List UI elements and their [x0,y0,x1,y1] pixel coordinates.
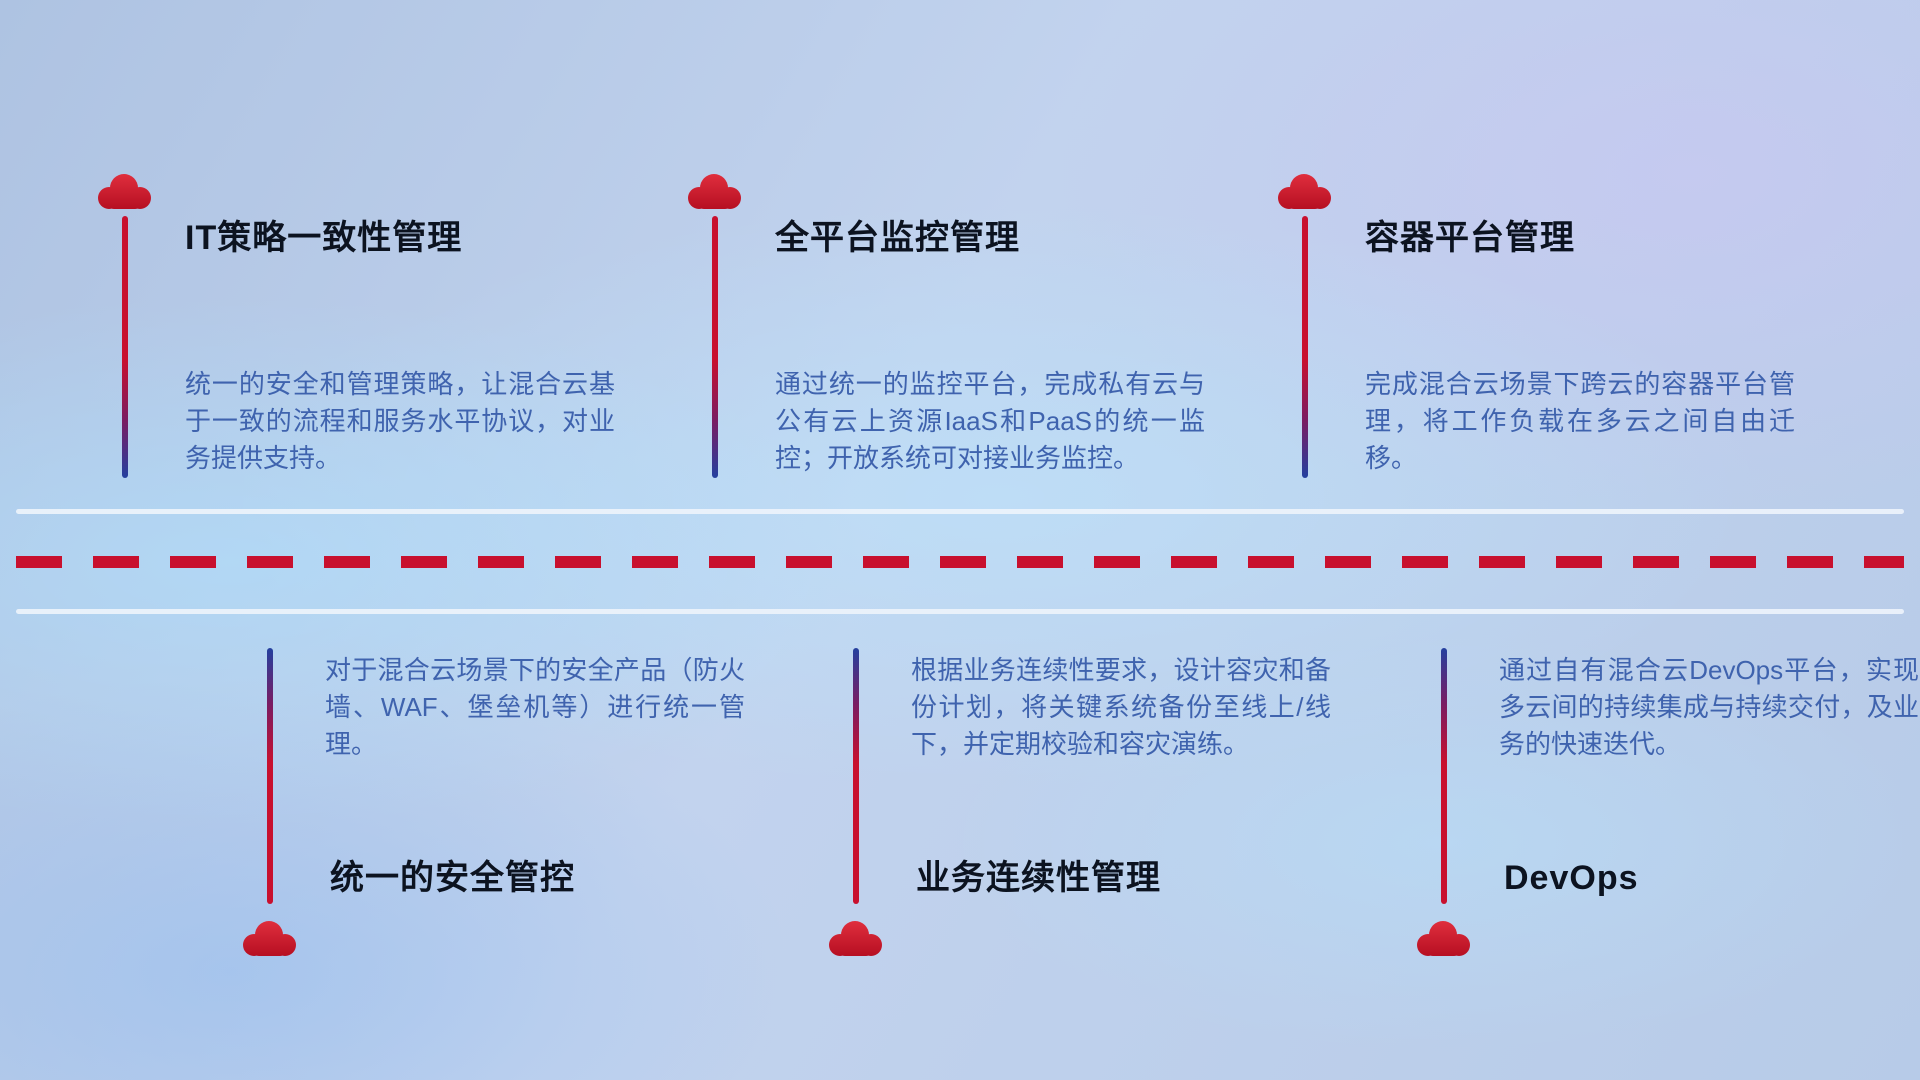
cloud-icon [1276,172,1334,210]
feature-title: 容器平台管理 [1365,219,1575,257]
feature-description: 完成混合云场景下跨云的容器平台管理，将工作负载在多云之间自由迁移。 [1365,369,1795,473]
feature-title: 统一的安全管控 [330,859,575,897]
feature-title: 全平台监控管理 [775,219,1020,257]
cloud-icon [827,919,885,957]
feature-title: 业务连续性管理 [916,859,1161,897]
divider-top-line [16,509,1904,514]
feature-title: DevOps [1504,859,1639,897]
feature-description: 统一的安全和管理策略，让混合云基于一致的流程和服务水平协议，对业务提供支持。 [185,369,615,473]
feature-block-unified-security: 对于混合云场景下的安全产品（防火墙、WAF、堡垒机等）进行统一管理。 统一的安全… [241,648,761,978]
feature-block-business-continuity: 根据业务连续性要求，设计容灾和备份计划，将关键系统备份至线上/线下，并定期校验和… [827,648,1347,978]
connector-line [1441,648,1447,904]
feature-description: 通过自有混合云DevOps平台，实现多云间的持续集成与持续交付，及业务的快速迭代… [1499,655,1919,759]
feature-block-devops: 通过自有混合云DevOps平台，实现多云间的持续集成与持续交付，及业务的快速迭代… [1415,648,1920,978]
feature-description: 根据业务连续性要求，设计容灾和备份计划，将关键系统备份至线上/线下，并定期校验和… [911,655,1331,759]
connector-line [712,216,718,478]
cloud-icon [1415,919,1473,957]
feature-block-platform-monitoring: 全平台监控管理 通过统一的监控平台，完成私有云与公有云上资源IaaS和PaaS的… [686,172,1206,502]
connector-line [853,648,859,904]
divider-bottom-line [16,609,1904,614]
timeline-dashed-line [16,556,1904,568]
feature-description: 通过统一的监控平台，完成私有云与公有云上资源IaaS和PaaS的统一监控；开放系… [775,369,1205,473]
connector-line [1302,216,1308,478]
connector-line [267,648,273,904]
cloud-icon [686,172,744,210]
feature-title: IT策略一致性管理 [185,219,463,257]
cloud-icon [96,172,154,210]
connector-line [122,216,128,478]
feature-block-it-policy: IT策略一致性管理 统一的安全和管理策略，让混合云基于一致的流程和服务水平协议，… [96,172,616,502]
feature-description: 对于混合云场景下的安全产品（防火墙、WAF、堡垒机等）进行统一管理。 [325,655,745,759]
cloud-icon [241,919,299,957]
feature-block-container-platform: 容器平台管理 完成混合云场景下跨云的容器平台管理，将工作负载在多云之间自由迁移。 [1276,172,1796,502]
